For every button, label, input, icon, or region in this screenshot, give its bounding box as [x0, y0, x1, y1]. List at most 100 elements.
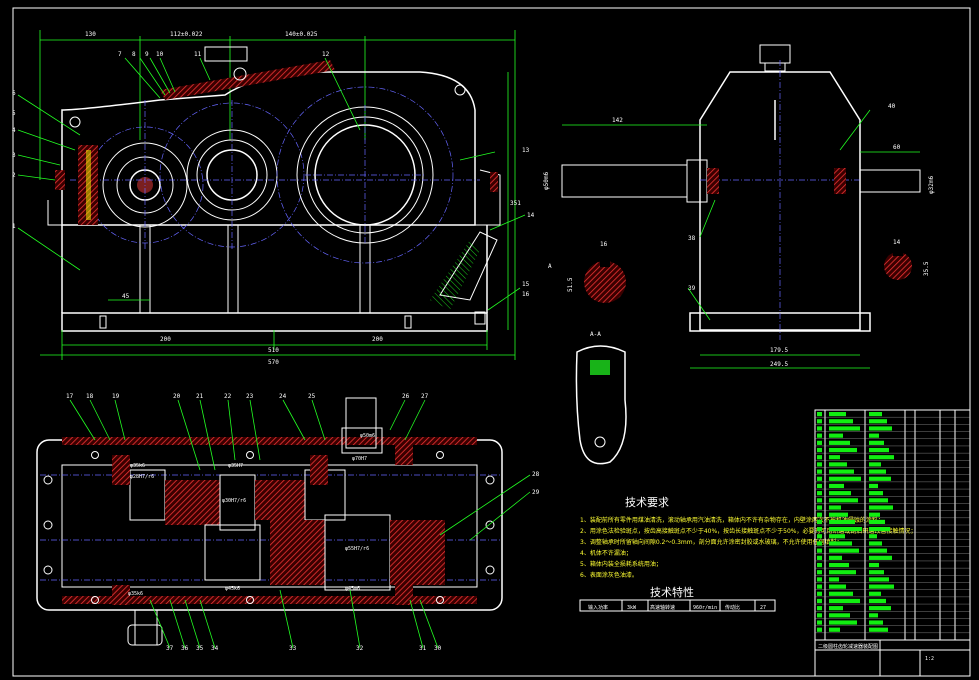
parts-list-cell [829, 527, 862, 532]
tech-req-item-6: 6、表面涂灰色油漆。 [580, 571, 638, 579]
parts-list-cell [869, 412, 882, 417]
part-no-34: 34 [211, 645, 219, 652]
drawing-frame [12, 7, 971, 677]
parts-list-cell [829, 455, 840, 460]
tech-req-item-5: 5、箱体内装全损耗系统用油； [580, 560, 662, 568]
parts-list-cell [817, 534, 822, 539]
side-view: 142 φ50m6 60 φ32m6 179.5 249.5 16 51.5 1… [543, 44, 935, 369]
part-no-20: 20 [173, 393, 181, 400]
parts-list-cell [817, 584, 822, 589]
part-no-19: 19 [112, 393, 120, 400]
tech-spec-title: 技术特性 [650, 585, 694, 599]
parts-list [814, 409, 971, 641]
parts-list-cell [817, 512, 822, 517]
side-dim-key-2: 14 [893, 239, 901, 246]
part-no-26: 26 [402, 393, 410, 400]
part-no-38: 38 [688, 235, 696, 242]
parts-list-cell [829, 541, 852, 546]
parts-list-cell [817, 498, 822, 503]
part-no-35: 35 [196, 645, 204, 652]
part-no-24: 24 [279, 393, 287, 400]
parts-list-cell [829, 620, 857, 625]
part-no-21: 21 [196, 393, 204, 400]
tech-spec-table: 技术特性 输入功率 3kW 高速轴转速 960r/min 传动比 27 [579, 585, 776, 612]
key-section-input [584, 261, 626, 303]
parts-list-cell [829, 505, 841, 510]
parts-list-cell [869, 505, 893, 510]
parts-list-cell [817, 548, 822, 553]
part-no-8: 8 [132, 51, 136, 58]
parts-list-cell [817, 519, 822, 524]
parts-list-cell [817, 606, 822, 611]
parts-list-cell [817, 447, 822, 453]
part-no-40: 40 [888, 103, 896, 110]
parts-list-cell [869, 627, 888, 632]
part-no-37: 37 [166, 645, 174, 652]
plan-view: φ35k6 φ28H7/r6 φ35H7 φ30H7/r6 φ70H7 φ45k… [36, 393, 540, 652]
spec-cell-4: 960r/min [693, 605, 717, 611]
parts-list-cell [869, 620, 883, 625]
parts-list-cell [829, 447, 857, 453]
parts-list-cell [817, 426, 822, 431]
side-dim-key-1-depth: 51.5 [567, 277, 574, 292]
plan-dim-4: φ30H7/r6 [222, 498, 246, 504]
part-no-1: 1 [12, 223, 16, 230]
parts-list-cell [817, 627, 822, 632]
title-scale: 1:2 [925, 656, 934, 662]
parts-list-cell [869, 527, 890, 532]
parts-list-cell [817, 433, 822, 438]
plan-dim-8: φ35k6 [128, 591, 143, 597]
part-no-36: 36 [181, 645, 189, 652]
part-no-15: 15 [522, 281, 530, 288]
dim-total-1: 510 [268, 347, 279, 354]
side-dim-out-len: 60 [893, 144, 901, 151]
parts-list-cell [817, 577, 822, 582]
part-no-33: 33 [289, 645, 297, 652]
side-dim-out-dia: φ32m6 [928, 176, 935, 194]
part-no-4: 4 [12, 127, 16, 134]
part-no-18: 18 [86, 393, 94, 400]
spec-cell-3: 高速轴转速 [650, 604, 675, 611]
parts-list-cell [817, 483, 822, 489]
plan-dim-3: φ35H7 [228, 463, 243, 469]
parts-list-cell [817, 419, 822, 424]
part-no-10: 10 [156, 51, 164, 58]
plan-dim-9: φ45m6 [345, 586, 360, 592]
parts-list-cell [817, 570, 822, 575]
part-no-29: 29 [532, 489, 540, 496]
dim-total-2: 570 [268, 359, 279, 366]
parts-list-cell [829, 462, 847, 467]
parts-list-cell [869, 483, 878, 489]
parts-list-cell [869, 476, 891, 481]
dim-top-left: 130 [85, 31, 96, 38]
tech-req-title: 技术要求 [625, 496, 669, 509]
side-housing [699, 71, 861, 331]
plan-dim-1: φ35k6 [130, 463, 145, 469]
parts-list-cell [869, 591, 881, 596]
plan-dim-7: φ55H7/r6 [345, 546, 369, 552]
parts-list-cell [829, 562, 849, 568]
part-no-30: 30 [434, 645, 442, 652]
dim-height: 351 [510, 200, 521, 207]
part-no-23: 23 [246, 393, 254, 400]
part-no-12: 12 [322, 51, 330, 58]
parts-list-cell [869, 548, 887, 553]
parts-list-cell [829, 498, 858, 503]
tech-requirements: 技术要求 1、装配前所有零件用煤油清洗，滚动轴承用汽油清洗，箱体内不许有杂物存在… [580, 496, 917, 579]
parts-list-cell [829, 613, 850, 618]
dim-center-2: 140±0.025 [285, 31, 318, 38]
parts-list-cell [869, 519, 885, 524]
parts-list-cell [869, 606, 891, 611]
side-input-shaft [561, 164, 688, 198]
parts-list-cell [869, 562, 879, 568]
parts-list-cell [869, 447, 889, 453]
parts-list-cell [829, 491, 851, 496]
parts-list-cell [829, 577, 839, 582]
view-arrow-label: A [548, 263, 552, 270]
plan-output-shaft [345, 397, 377, 449]
part-no-13: 13 [522, 147, 530, 154]
plan-dim-5: φ70H7 [352, 456, 367, 462]
parts-list-cell [829, 534, 845, 539]
section-aa-detail: A-A [575, 331, 627, 465]
parts-list-cell [829, 627, 840, 632]
